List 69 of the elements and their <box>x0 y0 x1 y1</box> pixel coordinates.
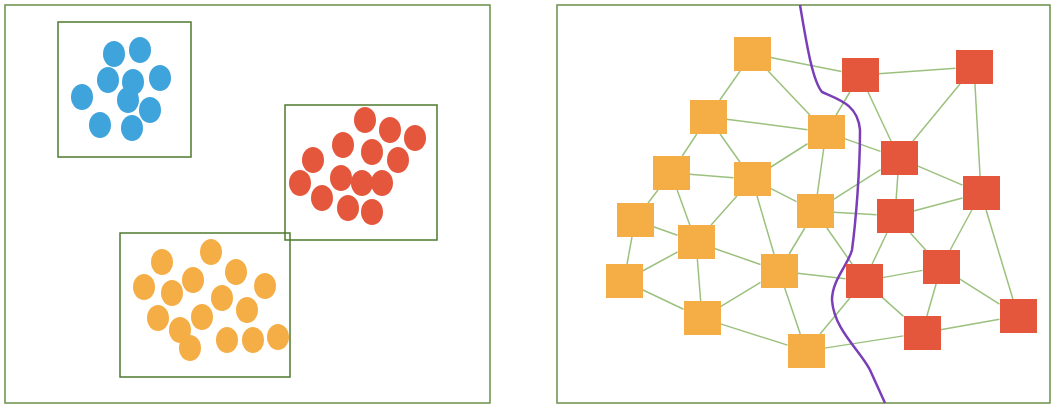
connector-line <box>696 258 702 302</box>
connector-line <box>688 173 735 179</box>
connector-line <box>881 269 924 279</box>
connector-line <box>784 287 801 335</box>
connector-line <box>713 247 762 266</box>
connector-line <box>641 289 685 310</box>
connector-line <box>985 209 1014 300</box>
connector-line <box>676 189 691 226</box>
connector-line <box>823 335 905 349</box>
connector-line <box>826 227 853 265</box>
connector-line <box>843 137 882 153</box>
connector-line <box>881 296 905 318</box>
connector-line <box>681 133 698 157</box>
connector-line <box>719 281 762 308</box>
connector-line <box>832 168 882 201</box>
graph-node-square <box>760 254 798 288</box>
connector-line <box>912 197 964 212</box>
connector-line <box>974 83 981 177</box>
connector-line <box>767 70 811 116</box>
connector-line <box>769 187 798 203</box>
graph-node-square <box>652 156 690 190</box>
connector-line <box>871 232 888 265</box>
connector-line <box>926 283 937 317</box>
graph-node-square <box>903 316 941 350</box>
connector-line <box>832 211 878 216</box>
graph-node-square <box>841 58 879 92</box>
connector-line <box>895 174 899 200</box>
graph-node-square <box>962 176 1000 210</box>
connector-line <box>819 297 851 335</box>
connector-line <box>816 148 825 195</box>
graph-node-square <box>605 264 643 298</box>
connector-line <box>916 165 964 186</box>
connector-line <box>939 318 1001 331</box>
connector-line <box>769 56 843 73</box>
graph-node-square <box>733 37 771 71</box>
graph-node-square <box>880 141 918 175</box>
graph-node-square <box>922 250 960 284</box>
graph-node-square <box>845 264 883 298</box>
graph-node-square <box>796 194 834 228</box>
graph-node-square <box>677 225 715 259</box>
connector-line <box>725 118 809 131</box>
connector-line <box>626 236 633 265</box>
connector-line <box>796 272 847 280</box>
connector-line <box>788 227 806 255</box>
connector-line <box>710 195 738 226</box>
graph-node-square <box>807 115 845 149</box>
connector-line <box>647 189 659 204</box>
graph-node-square <box>999 299 1037 333</box>
connector-line <box>719 323 789 346</box>
connector-line <box>867 91 892 142</box>
connector-line <box>719 133 741 163</box>
graph-node-square <box>683 301 721 335</box>
connector-line <box>756 195 775 255</box>
connector-line <box>652 225 679 237</box>
connector-line <box>719 70 741 101</box>
graph-node-square <box>689 100 727 134</box>
connector-line <box>949 209 973 251</box>
graph-node-square <box>787 334 825 368</box>
graph-node-square <box>616 203 654 237</box>
connector-line <box>958 278 1001 305</box>
connector-line <box>641 251 679 272</box>
graph-node-square <box>955 50 993 84</box>
connector-line <box>877 67 957 75</box>
connector-line <box>835 91 851 116</box>
connector-line <box>769 143 809 168</box>
connector-line <box>912 83 961 142</box>
graph-node-square <box>733 162 771 196</box>
connector-line <box>909 232 927 251</box>
graph-node-square <box>876 199 914 233</box>
